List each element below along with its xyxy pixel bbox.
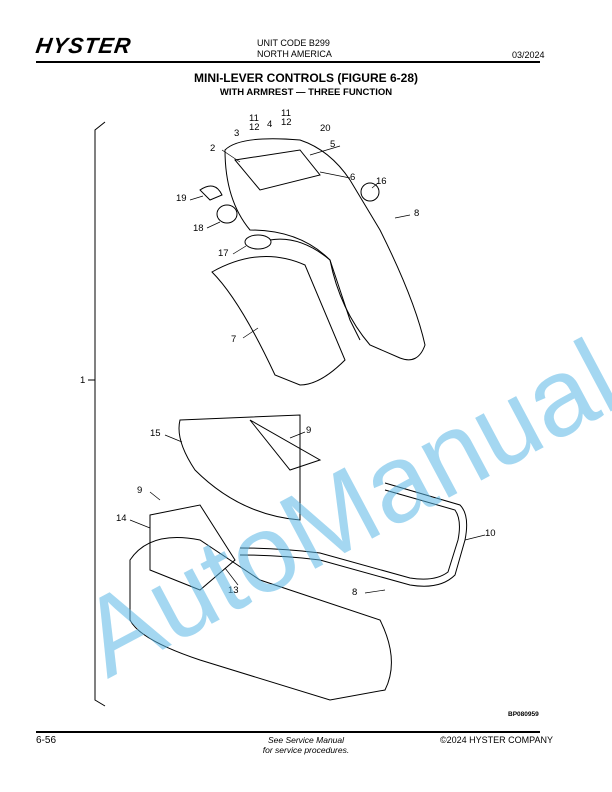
callout-3: 3	[234, 128, 240, 139]
callout-2: 2	[210, 143, 216, 154]
hyster-logo: HYSTER	[34, 33, 134, 58]
callout-18: 18	[193, 223, 204, 234]
page-number: 6-56	[36, 735, 57, 746]
callout-12b: 12	[281, 117, 292, 128]
callout-12a: 12	[249, 122, 260, 133]
copyright: ©2024 HYSTER COMPANY	[440, 735, 553, 745]
exploded-diagram	[88, 121, 486, 707]
callout-4: 4	[267, 119, 273, 130]
callout-8b: 8	[352, 587, 358, 598]
callout-9b: 9	[137, 485, 143, 496]
callout-11b: 11	[281, 108, 291, 119]
callout-1: 1	[80, 375, 86, 386]
unit-code: UNIT CODE B299	[257, 38, 330, 48]
callout-19: 19	[176, 193, 187, 204]
callout-10: 10	[485, 528, 496, 539]
note-line-1: See Service Manual	[267, 735, 345, 745]
unit-info: UNIT CODE B299 NORTH AMERICA	[257, 38, 332, 60]
page-subtitle: WITH ARMREST — THREE FUNCTION	[219, 87, 393, 98]
callout-17: 17	[218, 248, 229, 259]
header-rule	[36, 61, 540, 63]
footer-rule	[36, 731, 540, 733]
footer-note: See Service Manual for service procedure…	[0, 735, 612, 755]
figure-id: BP080959	[508, 711, 539, 718]
callout-15: 15	[150, 428, 161, 439]
callout-13: 13	[228, 585, 239, 596]
callout-5: 5	[330, 139, 336, 150]
date: 03/2024	[512, 50, 545, 60]
callout-7: 7	[231, 334, 237, 345]
callout-16: 16	[376, 176, 387, 187]
callout-9a: 9	[306, 425, 312, 436]
callout-6: 6	[350, 172, 356, 183]
page-title: MINI-LEVER CONTROLS (FIGURE 6-28)	[193, 71, 418, 85]
callout-11a: 11	[249, 113, 259, 124]
region: NORTH AMERICA	[257, 49, 332, 59]
callout-8a: 8	[414, 208, 420, 219]
callout-20: 20	[320, 123, 331, 134]
note-line-2: for service procedures.	[262, 745, 350, 755]
callout-14: 14	[116, 513, 127, 524]
